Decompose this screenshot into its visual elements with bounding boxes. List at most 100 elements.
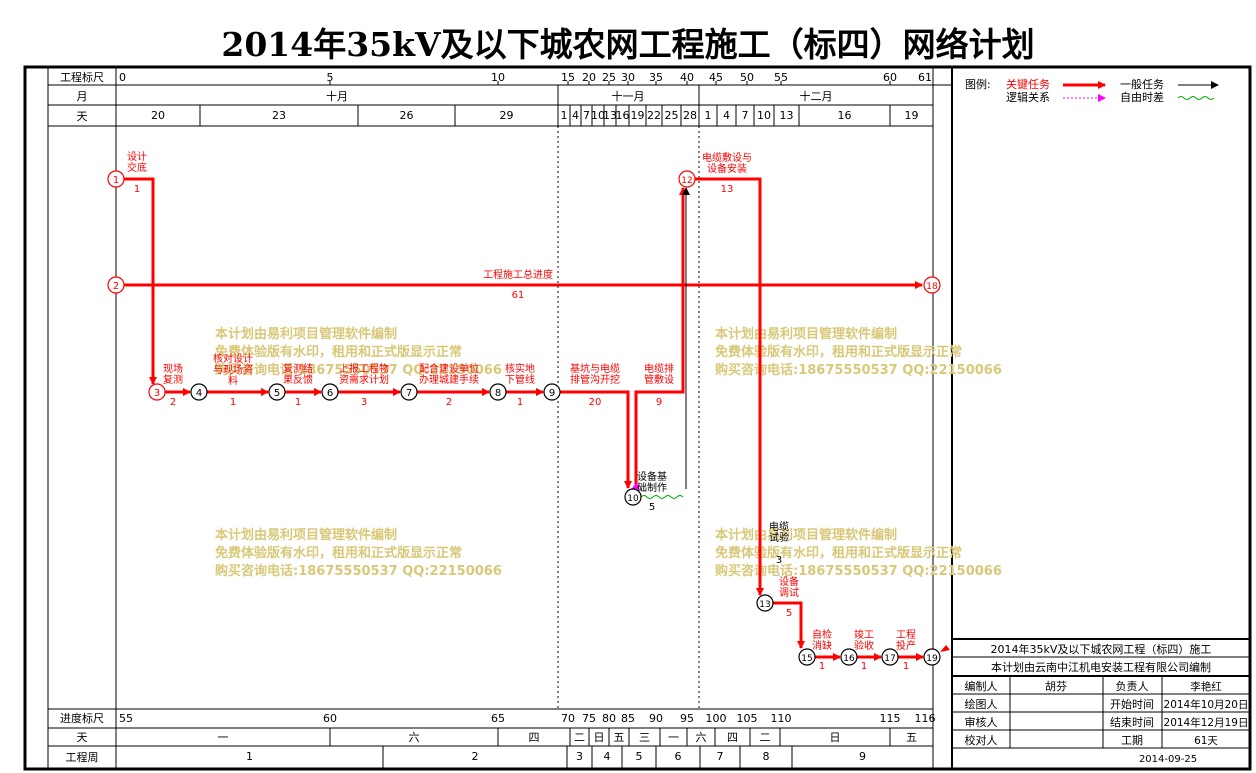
legend-float: 自由时差 (1120, 90, 1164, 104)
month-label: 十二月 (800, 89, 833, 103)
task-duration: 1 (861, 661, 867, 672)
task-duration: 20 (589, 397, 602, 408)
bottom-scale-tick: 65 (491, 712, 505, 725)
top-scale-tick: 30 (621, 71, 635, 84)
watermark-text: 免费体验版有水印，租用和正式版显示正常 (715, 344, 962, 360)
watermark-text: 购买咨询电话:18675550537 QQ:22150066 (215, 563, 502, 579)
bottom-scale-tick: 85 (621, 712, 635, 725)
bottom-scale-tick: 90 (649, 712, 663, 725)
top-scale-tick: 50 (740, 71, 754, 84)
task-name: 试验 (769, 531, 789, 544)
top-day-label: 4 (723, 109, 730, 122)
top-scale-tick: 5 (327, 71, 334, 84)
task-edge (124, 177, 157, 385)
task-duration: 13 (721, 184, 734, 195)
week-label: 3 (576, 750, 583, 763)
event-node (107, 276, 125, 294)
top-scale-tick: 10 (491, 71, 505, 84)
watermark-text: 本计划由易利项目管理软件编制 (715, 527, 897, 543)
task-name: 设备安装 (707, 162, 747, 175)
info-key: 绘图人 (965, 697, 998, 711)
event-node-number: 9 (549, 388, 555, 399)
task-name: 现场 (163, 362, 183, 375)
bottom-scale-tick: 55 (119, 712, 133, 725)
task-duration: 61 (512, 290, 525, 301)
task-name: 投产 (896, 639, 916, 652)
top-scale-tick: 40 (680, 71, 694, 84)
top-scale-tick: 20 (582, 71, 596, 84)
top-scale-tick: 0 (119, 71, 126, 84)
task-name: 资需求计划 (339, 373, 389, 386)
task-duration: 2 (170, 397, 176, 408)
task-duration: 5 (786, 608, 792, 619)
weekday-label: 日 (830, 731, 841, 744)
week-label: 1 (246, 750, 253, 763)
bottom-scale-label: 进度标尺 (60, 711, 104, 725)
info-key: 审核人 (965, 715, 998, 729)
top-day-label: 10 (757, 109, 771, 122)
top-day-label: 22 (647, 109, 661, 122)
task-duration: 1 (819, 661, 825, 672)
task-duration: 1 (517, 397, 523, 408)
task-duration: 1 (295, 397, 301, 408)
task-name: 果反馈 (283, 373, 313, 386)
watermark-text: 购买咨询电话:18675550537 QQ:22150066 (715, 563, 1002, 579)
event-node-number: 10 (627, 494, 639, 504)
weekday-label: 六 (409, 731, 420, 744)
legend-normal: 一般任务 (1120, 78, 1164, 91)
bottom-scale-tick: 110 (771, 712, 792, 725)
top-day-label: 7 (583, 109, 590, 122)
watermark-text: 免费体验版有水印，租用和正式版显示正常 (215, 344, 462, 360)
bottom-scale-tick: 115 (880, 712, 901, 725)
event-node (756, 594, 774, 612)
info-compiler: 本计划由云南中江机电安装工程有限公司编制 (991, 660, 1211, 674)
task-name: 上报工程物 (339, 362, 389, 375)
task-duration: 5 (649, 502, 655, 513)
task-edge (634, 187, 687, 489)
weekday-label: 一 (668, 731, 679, 744)
task-duration: 1 (230, 397, 236, 408)
legend-float-wave (1177, 96, 1215, 100)
weekday-row-label: 天 (77, 731, 88, 744)
event-node (268, 383, 286, 401)
task-duration: 2 (446, 397, 452, 408)
task-name: 基坑与电缆 (570, 362, 620, 375)
bottom-scale-tick: 105 (737, 712, 758, 725)
watermark-text: 本计划由易利项目管理软件编制 (215, 326, 397, 342)
watermark-text: 购买咨询电话:18675550537 QQ:22150066 (215, 362, 502, 378)
week-label: 4 (604, 750, 611, 763)
month-label: 十一月 (612, 89, 645, 103)
weekday-label: 五 (614, 731, 625, 744)
task-name: 电缆 (769, 520, 789, 533)
info-project: 2014年35kV及以下城农网工程（标四）施工 (991, 642, 1212, 656)
task-name: 配合建设单位 (419, 362, 479, 375)
day-row-label: 天 (77, 110, 88, 123)
watermark-text: 免费体验版有水印，租用和正式版显示正常 (215, 545, 462, 561)
info-key: 工期 (1121, 734, 1143, 747)
event-node-number: 6 (327, 388, 333, 399)
bottom-scale-tick: 80 (602, 712, 616, 725)
top-day-label: 20 (151, 109, 165, 122)
top-day-label: 13 (780, 109, 794, 122)
task-name: 竣工 (854, 628, 874, 641)
task-edges (124, 177, 950, 661)
watermark-group: 本计划由易利项目管理软件编制免费体验版有水印，租用和正式版显示正常购买咨询电话:… (215, 326, 1002, 579)
month-row-label: 月 (77, 90, 88, 103)
top-day-label: 10 (591, 109, 605, 122)
month-labels: 十月十一月十二月 (326, 89, 833, 103)
event-node (840, 648, 858, 666)
bottom-scale-tick: 75 (582, 712, 596, 725)
task-name: 设计 (127, 150, 147, 163)
week-label: 8 (763, 750, 770, 763)
event-node (400, 383, 418, 401)
event-node-number: 17 (884, 654, 895, 664)
logic-edge (631, 482, 641, 490)
task-name: 工程 (896, 629, 916, 641)
info-value: 李艳红 (1190, 680, 1222, 693)
top-scale-tick: 35 (649, 71, 663, 84)
task-labels: 设计交底1工程施工总进度61现场复测2核对设计与现场资料1复测结果反馈1上报工程… (127, 150, 916, 672)
task-name: 核对设计 (213, 352, 253, 365)
